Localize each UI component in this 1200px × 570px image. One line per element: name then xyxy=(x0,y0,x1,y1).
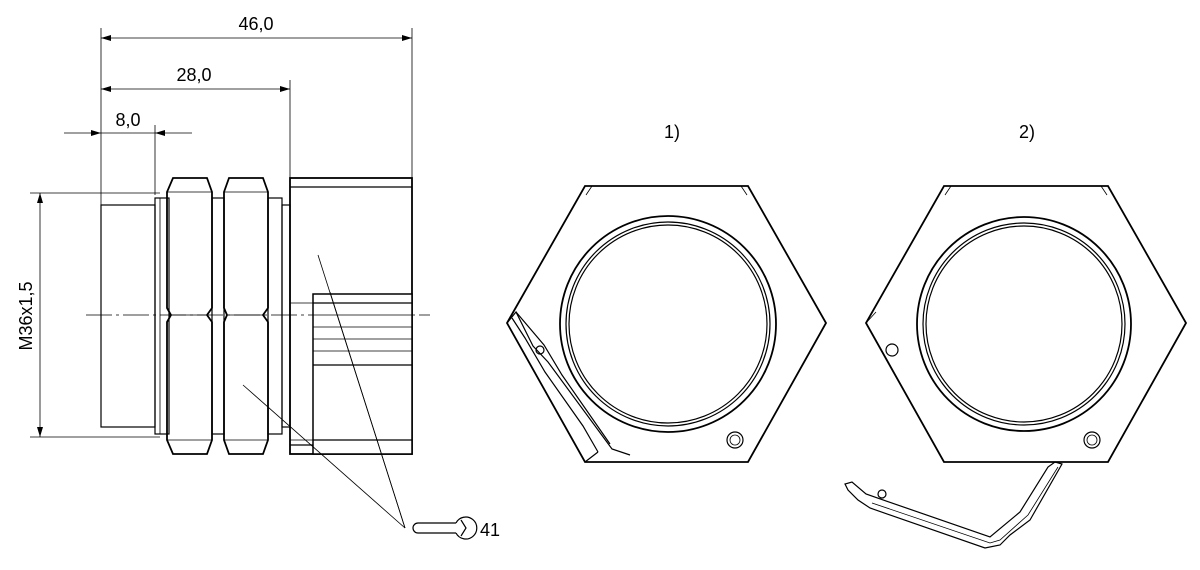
view-2: 2) xyxy=(844,122,1188,549)
housing-length-dimension: 28,0 xyxy=(101,65,290,92)
view-1-label: 1) xyxy=(664,122,680,142)
thread-size-dimension: M36x1,5 xyxy=(16,192,160,438)
thread-stub-dimension: 8,0 xyxy=(64,110,192,136)
view-2-label: 2) xyxy=(1019,122,1035,142)
overall-length-dimension: 46,0 xyxy=(101,14,412,41)
view-1: 1) xyxy=(505,122,828,463)
wrench-icon xyxy=(412,516,478,540)
housing-length-label: 28,0 xyxy=(176,65,211,85)
thread-size-label: M36x1,5 xyxy=(16,281,36,350)
thread-stub-label: 8,0 xyxy=(115,110,140,130)
overall-length-label: 46,0 xyxy=(238,14,273,34)
side-view: 46,0 28,0 8,0 M36x1,5 xyxy=(16,14,430,529)
wrench-size-label: 41 xyxy=(480,520,500,540)
